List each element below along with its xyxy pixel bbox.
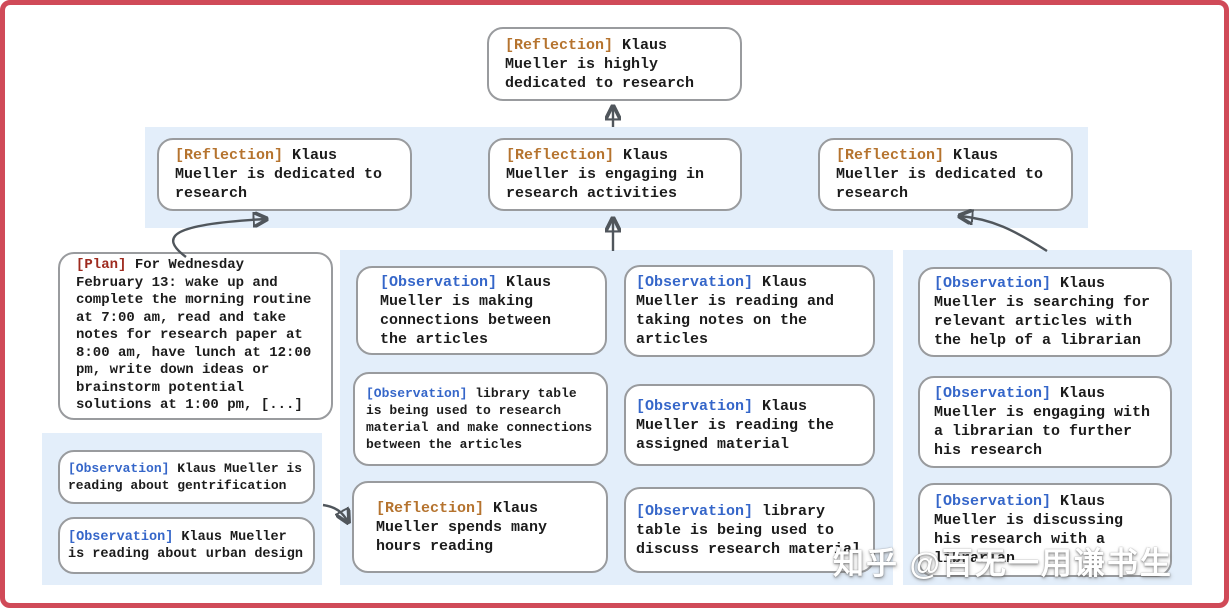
- node-plan: [Plan]For Wednesday February 13: wake up…: [58, 252, 333, 420]
- node-text: Klaus Mueller is dedicated to research: [175, 147, 383, 202]
- node-observation-taking-notes: [Observation]Klaus Mueller is reading an…: [624, 265, 875, 357]
- node-text: Klaus Mueller is engaging with a librari…: [934, 385, 1151, 459]
- observation-tag-label: [Observation]: [934, 385, 1052, 402]
- node-text-block: [Observation]Klaus Mueller is reading an…: [636, 273, 863, 349]
- observation-tag-label: [Observation]: [68, 461, 170, 476]
- node-reflection-hours-reading: [Reflection]Klaus Mueller spends many ho…: [352, 481, 608, 573]
- node-text-block: [Observation]Klaus Mueller is reading th…: [636, 397, 863, 454]
- node-observation-discussing-research: [Observation]Klaus Mueller is discussing…: [918, 483, 1172, 577]
- node-text: Klaus Mueller is reading the assigned ma…: [636, 397, 835, 453]
- node-text: Klaus Mueller is reading about urban des…: [68, 529, 303, 562]
- node-text-block: [Observation]Klaus Mueller is reading ab…: [68, 529, 305, 563]
- node-text: library table is being used to research …: [366, 386, 593, 452]
- node-text: Klaus Mueller is reading and taking note…: [636, 274, 835, 348]
- node-observation-library-research: [Observation]library table is being used…: [353, 372, 608, 466]
- node-text-block: [Observation]Klaus Mueller is searching …: [934, 274, 1156, 350]
- node-text-block: [Reflection]Klaus Mueller is highly dedi…: [505, 36, 724, 93]
- node-text-block: [Observation]library table is being used…: [636, 502, 863, 559]
- node-text: Klaus Mueller is reading about gentrific…: [68, 461, 303, 493]
- observation-tag-label: [Observation]: [636, 502, 754, 520]
- reflection-tag-label: [Reflection]: [506, 147, 615, 164]
- plan-tag-label: [Plan]: [76, 257, 127, 274]
- node-reflection-middle: [Reflection]Klaus Mueller is engaging in…: [488, 138, 742, 211]
- node-observation-urban-design: [Observation]Klaus Mueller is reading ab…: [58, 517, 315, 574]
- observation-tag-label: [Observation]: [636, 397, 754, 415]
- observation-tag-label: [Observation]: [934, 275, 1052, 292]
- node-text: Klaus Mueller is discussing his research…: [934, 493, 1124, 567]
- node-text: Klaus Mueller is highly dedicated to res…: [505, 36, 695, 92]
- reflection-tag-label: [Reflection]: [175, 147, 284, 164]
- node-observation-searching-articles: [Observation]Klaus Mueller is searching …: [918, 267, 1172, 357]
- node-text-block: [Reflection]Klaus Mueller is engaging in…: [506, 146, 724, 203]
- node-reflection-top: [Reflection]Klaus Mueller is highly dedi…: [487, 27, 742, 101]
- observation-tag-label: [Observation]: [934, 493, 1052, 510]
- node-text: Klaus Mueller is dedicated to research: [836, 147, 1044, 202]
- node-text: Klaus Mueller is engaging in research ac…: [506, 147, 705, 202]
- node-text: Klaus Mueller is making connections betw…: [380, 273, 552, 348]
- observation-tag-label: [Observation]: [380, 273, 498, 291]
- node-text-block: [Observation]Klaus Mueller is making con…: [380, 273, 583, 349]
- observation-tag-label: [Observation]: [68, 529, 174, 545]
- node-observation-connections: [Observation]Klaus Mueller is making con…: [356, 266, 607, 355]
- node-text-block: [Observation]Klaus Mueller is reading ab…: [68, 460, 305, 494]
- node-observation-library-discuss: [Observation]library table is being used…: [624, 487, 875, 573]
- reflection-tag-label: [Reflection]: [836, 147, 945, 164]
- node-text: library table is being used to discuss r…: [636, 502, 862, 558]
- node-observation-gentrification: [Observation]Klaus Mueller is reading ab…: [58, 450, 315, 504]
- node-text: Klaus Mueller spends many hours reading: [376, 499, 548, 555]
- node-reflection-left: [Reflection]Klaus Mueller is dedicated t…: [157, 138, 412, 211]
- node-text-block: [Reflection]Klaus Mueller is dedicated t…: [836, 146, 1055, 203]
- node-text-block: [Plan]For Wednesday February 13: wake up…: [76, 257, 315, 415]
- watermark-text: 知乎 @百无一用谦书生: [833, 546, 1173, 581]
- node-observation-engaging-librarian: [Observation]Klaus Mueller is engaging w…: [918, 376, 1172, 468]
- node-text-block: [Observation]Klaus Mueller is discussing…: [934, 492, 1156, 568]
- node-text-block: [Observation]Klaus Mueller is engaging w…: [934, 384, 1156, 460]
- node-text-block: [Reflection]Klaus Mueller is dedicated t…: [175, 146, 394, 203]
- node-reflection-right: [Reflection]Klaus Mueller is dedicated t…: [818, 138, 1073, 211]
- reflection-tag-label: [Reflection]: [505, 36, 614, 54]
- node-text-block: [Reflection]Klaus Mueller spends many ho…: [376, 499, 584, 556]
- reflection-tag-label: [Reflection]: [376, 499, 485, 517]
- node-text: Klaus Mueller is searching for relevant …: [934, 275, 1151, 349]
- node-text: For Wednesday February 13: wake up and c…: [76, 257, 312, 414]
- observation-tag-label: [Observation]: [366, 386, 468, 401]
- node-observation-assigned-material: [Observation]Klaus Mueller is reading th…: [624, 384, 875, 466]
- observation-tag-label: [Observation]: [636, 274, 754, 291]
- node-text-block: [Observation]library table is being used…: [366, 385, 595, 453]
